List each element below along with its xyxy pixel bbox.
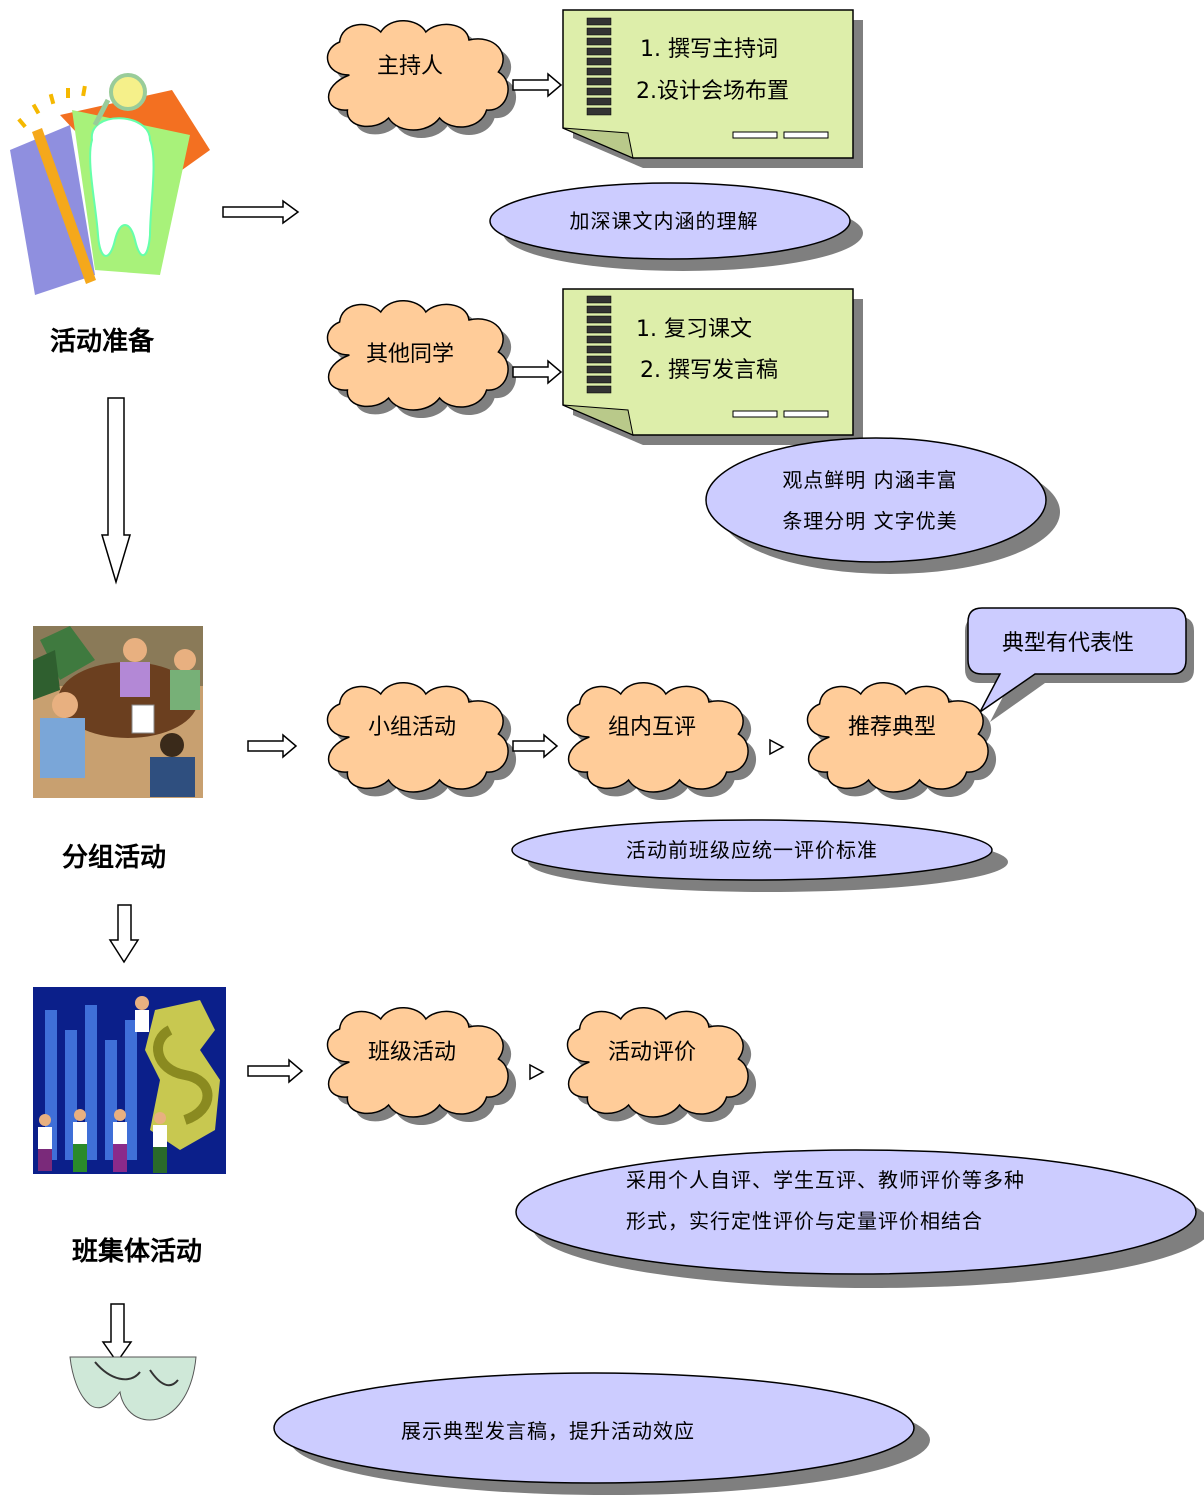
note-host-task-2: 2.设计会场布置 — [636, 79, 789, 104]
oval-class-note: 采用个人自评、学生互评、教师评价等多种 形式，实行定性评价与定量评价相结合 — [515, 1149, 1204, 1288]
cloud-recommend-label: 推荐典型 — [848, 715, 936, 740]
oval-final-text: 展示典型发言稿，提升活动效应 — [401, 1419, 695, 1443]
oval-criteria-line-2: 条理分明 文字优美 — [782, 509, 957, 533]
arrow-right-icon — [769, 738, 785, 756]
cloud-class-activity: 班级活动 — [326, 1006, 517, 1125]
note-host-task-1: 1. 撰写主持词 — [640, 37, 778, 62]
note-host: 1. 撰写主持词 2.设计会场布置 — [562, 9, 863, 168]
note-others-task-1: 1. 复习课文 — [636, 317, 752, 342]
cloud-evaluation: 活动评价 — [566, 1006, 757, 1125]
meeting-clipart-icon — [33, 626, 203, 798]
oval-host-goal-text: 加深课文内涵的理解 — [570, 209, 759, 233]
arrow-right-icon — [512, 72, 563, 98]
arrow-down-icon — [108, 904, 140, 964]
cloud-peer-review: 组内互评 — [566, 681, 757, 800]
stage-title-class: 班集体活动 — [72, 1236, 202, 1267]
stage-title-group: 分组活动 — [62, 842, 166, 873]
arrow-right-icon — [512, 359, 563, 385]
oval-final: 展示典型发言稿，提升活动效应 — [273, 1372, 930, 1495]
cloud-host-label: 主持人 — [377, 54, 443, 79]
business-clipart-icon — [33, 987, 226, 1174]
arrow-down-icon — [100, 397, 132, 585]
cloud-peer-review-label: 组内互评 — [608, 715, 696, 740]
arrow-right-icon — [222, 199, 300, 225]
oval-class-note-line-1: 采用个人自评、学生互评、教师评价等多种 — [626, 1168, 1025, 1192]
cloud-host: 主持人 — [326, 19, 517, 138]
arrow-right-icon — [512, 733, 559, 759]
note-others-task-2: 2. 撰写发言稿 — [640, 358, 778, 383]
tooth-clipart-icon — [10, 73, 210, 295]
cloud-group-activity-label: 小组活动 — [368, 715, 456, 740]
cloud-class-activity-label: 班级活动 — [368, 1040, 456, 1065]
arrow-right-icon — [529, 1063, 545, 1081]
stage-title-prep: 活动准备 — [50, 327, 155, 357]
oval-host-goal: 加深课文内涵的理解 — [489, 182, 863, 271]
note-others: 1. 复习课文 2. 撰写发言稿 — [562, 288, 863, 445]
callout-typical-text: 典型有代表性 — [1002, 631, 1134, 656]
oval-criteria-line-1: 观点鲜明 内涵丰富 — [782, 468, 957, 492]
cloud-others-label: 其他同学 — [366, 342, 454, 367]
cloud-others: 其他同学 — [326, 299, 517, 418]
cloud-recommend: 推荐典型 — [806, 681, 997, 800]
arrow-right-icon — [247, 733, 298, 759]
cloud-evaluation-label: 活动评价 — [608, 1040, 696, 1065]
oval-group-note-text: 活动前班级应统一评价标准 — [626, 838, 878, 862]
oval-class-note-line-2: 形式，实行定性评价与定量评价相结合 — [626, 1209, 983, 1233]
cloud-group-activity: 小组活动 — [326, 681, 517, 800]
handshake-clipart-icon — [69, 1356, 197, 1421]
oval-group-note: 活动前班级应统一评价标准 — [511, 819, 1008, 892]
arrow-down-icon — [101, 1303, 133, 1364]
callout-typical: 典型有代表性 — [965, 607, 1194, 722]
oval-criteria: 观点鲜明 内涵丰富 条理分明 文字优美 — [705, 437, 1060, 574]
arrow-right-icon — [247, 1058, 304, 1084]
